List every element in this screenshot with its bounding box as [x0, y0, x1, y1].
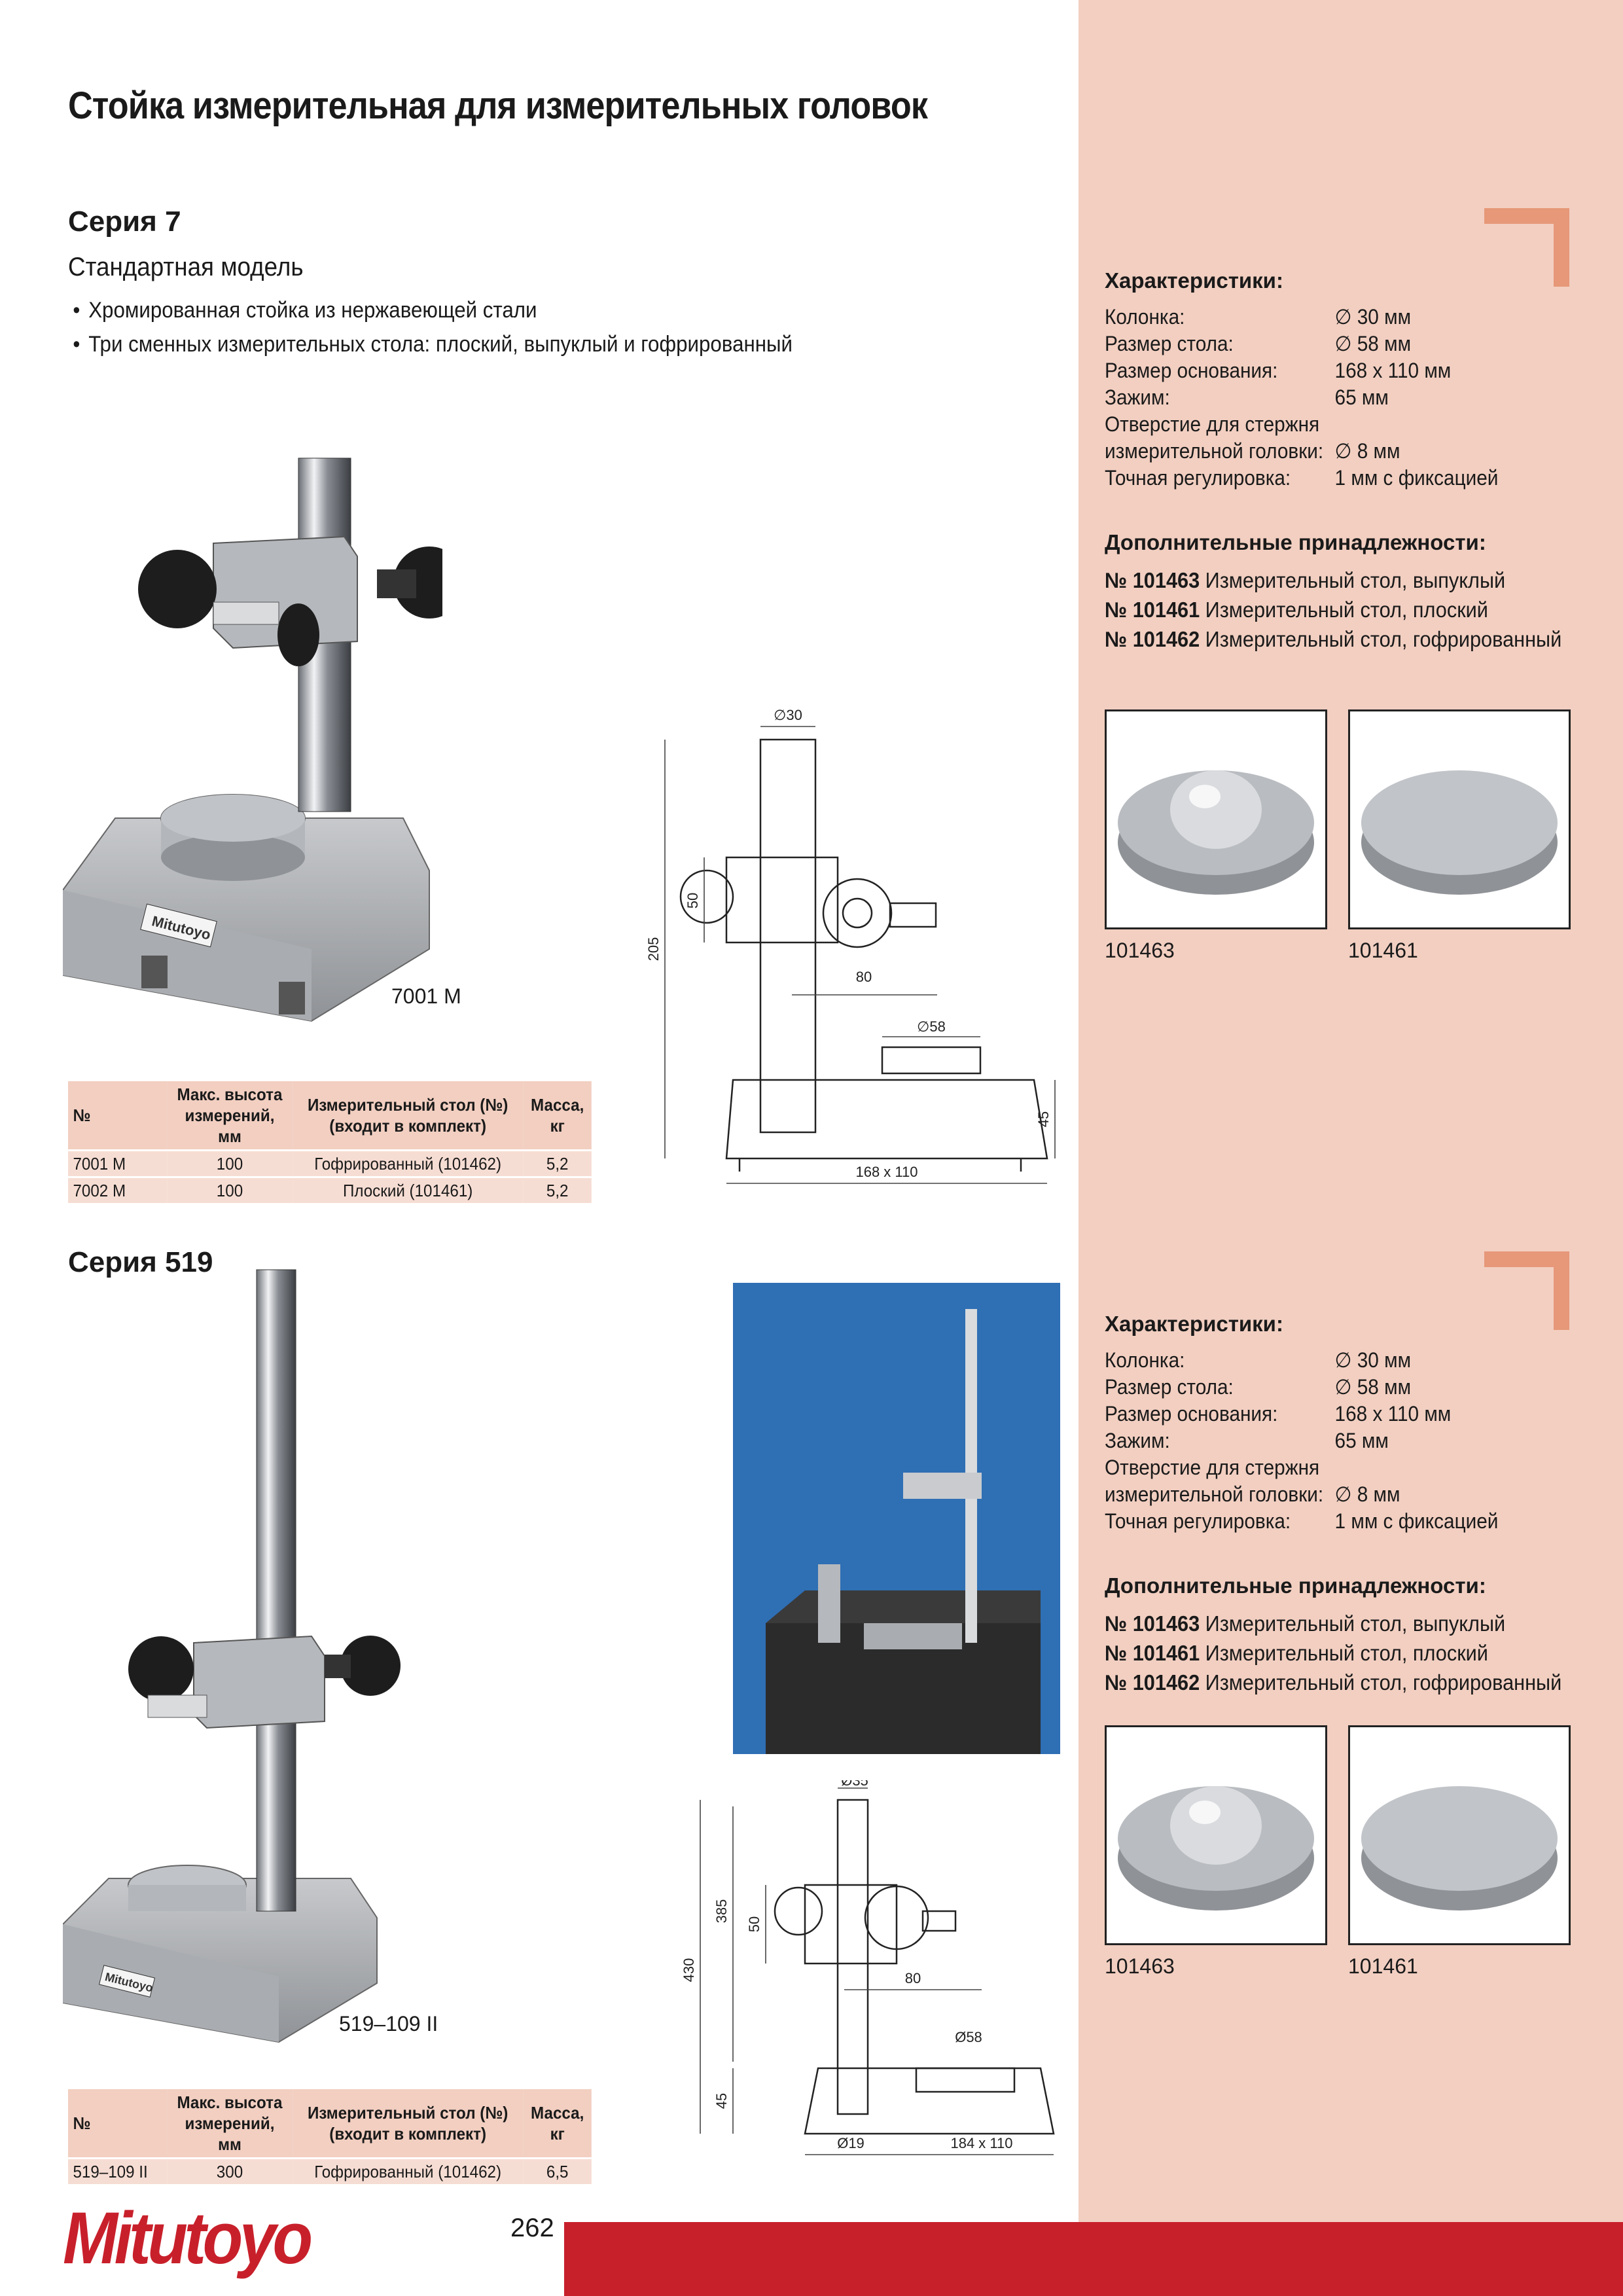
- table-row: 519–109 II 300 Гофрированный (101462) 6,…: [68, 2157, 592, 2184]
- accessory-image-flat: [1348, 1725, 1571, 1945]
- cell-table: Гофрированный (101462): [292, 1149, 524, 1177]
- column-header-table: Измерительный стол (№)(входит в комплект…: [292, 1081, 524, 1151]
- dim-base: 184 x 110: [950, 2135, 1012, 2151]
- dim-base-height: 45: [1035, 1111, 1052, 1127]
- column-header-mass: Масса,кг: [523, 1081, 592, 1151]
- brand-logo: Mitutoyo: [63, 2197, 313, 2279]
- series519-stand-image: Mitutoyo: [63, 1269, 401, 2043]
- series7-technical-drawing: ∅30 205 50 80 ∅58 45 168 x 110: [645, 707, 1056, 1184]
- cell-no: 7002 M: [68, 1176, 168, 1203]
- spec-row: Размер основания:168 x 110 мм: [1105, 1402, 1452, 1426]
- spec-row: Зажим:65 мм: [1105, 386, 1389, 409]
- column-header-mass: Масса,кг: [523, 2089, 592, 2159]
- accessory-caption: 101463: [1105, 939, 1175, 962]
- dim-max: 385: [713, 1899, 730, 1924]
- accessories-list-top: № 101463 Измерительный стол, выпуклый № …: [1105, 565, 1561, 654]
- column-header-table: Измерительный стол (№)(входит в комплект…: [292, 2089, 524, 2159]
- specs-heading-bottom: Характеристики:: [1105, 1312, 1283, 1336]
- accessory-caption: 101463: [1105, 1954, 1175, 1978]
- dim-base: 168 x 110: [855, 1164, 918, 1180]
- specs-list-top: Колонка:∅ 30 мм Размер стола:∅ 58 мм Раз…: [1105, 304, 1528, 492]
- accessory-caption: 101461: [1348, 939, 1418, 962]
- cell-table: Плоский (101461): [292, 1176, 524, 1203]
- spec-row: Размер стола:∅ 58 мм: [1105, 332, 1412, 355]
- accessory-image-convex: [1105, 709, 1327, 929]
- corner-bracket-top: [1484, 208, 1569, 287]
- series519-technical-drawing: Ø35 430 385 50 80 Ø58 45 Ø19 184 x 110: [681, 1780, 1055, 2155]
- dim-clamp: 50: [685, 893, 701, 908]
- spec-row: Зажим:65 мм: [1105, 1429, 1389, 1452]
- corner-bracket-bottom: [1484, 1251, 1569, 1330]
- spec-row: Точная регулировка:1 мм с фиксацией: [1105, 1509, 1499, 1533]
- dim-hole: Ø19: [837, 2135, 865, 2151]
- table-row: 7001 M 100 Гофрированный (101462) 5,2: [68, 1149, 592, 1177]
- accessory-item: № 101463 Измерительный стол, выпуклый: [1105, 1611, 1506, 1636]
- cell-height: 100: [167, 1176, 293, 1203]
- dim-table-dia: ∅58: [917, 1018, 946, 1035]
- accessory-item: № 101462 Измерительный стол, гофрированн…: [1105, 627, 1562, 651]
- bullet-item: Хромированная стойка из нержавеющей стал…: [68, 293, 793, 327]
- spec-row: измерительной головки:∅ 8 мм: [1105, 1482, 1400, 1506]
- cell-table: Гофрированный (101462): [292, 2157, 524, 2184]
- table-row: 7002 M 100 Плоский (101461) 5,2: [68, 1176, 592, 1203]
- accessory-item: № 101461 Измерительный стол, плоский: [1105, 1641, 1488, 1665]
- series519-title: Серия 519: [68, 1246, 213, 1278]
- series519-model-label: 519–109 II: [339, 2012, 438, 2036]
- spec-row: измерительной головки:∅ 8 мм: [1105, 439, 1400, 463]
- page-number: 262: [510, 2214, 554, 2242]
- accessory-image-convex: [1105, 1725, 1327, 1945]
- column-header-no: №: [68, 2089, 168, 2159]
- cell-mass: 5,2: [523, 1176, 592, 1203]
- spec-row: Отверстие для стержня: [1105, 1456, 1320, 1479]
- cell-height: 300: [167, 2157, 293, 2184]
- cell-no: 7001 M: [68, 1149, 168, 1177]
- spec-row: Отверстие для стержня: [1105, 412, 1320, 436]
- cell-mass: 6,5: [523, 2157, 592, 2184]
- accessories-heading-top: Дополнительные принадлежности:: [1105, 530, 1486, 554]
- dim-height: 430: [681, 1958, 697, 1982]
- cell-height: 100: [167, 1149, 293, 1177]
- column-header-no: №: [68, 1081, 168, 1151]
- spec-row: Точная регулировка:1 мм с фиксацией: [1105, 466, 1499, 490]
- specs-list-bottom: Колонка:∅ 30 мм Размер стола:∅ 58 мм Раз…: [1105, 1347, 1528, 1535]
- dim-base-height: 45: [713, 2093, 730, 2109]
- accessory-item: № 101462 Измерительный стол, гофрированн…: [1105, 1670, 1562, 1695]
- cell-mass: 5,2: [523, 1149, 592, 1177]
- accessory-image-flat: [1348, 709, 1571, 929]
- footer-bar: [564, 2222, 1623, 2296]
- accessory-caption: 101461: [1348, 1954, 1418, 1978]
- spec-row: Колонка:∅ 30 мм: [1105, 1348, 1412, 1372]
- dim-clamp: 50: [746, 1916, 762, 1932]
- page-title: Стойка измерительная для измерительных г…: [68, 84, 928, 127]
- series7-stand-image: Mitutoyo: [63, 457, 442, 1022]
- accessories-list-bottom: № 101463 Измерительный стол, выпуклый № …: [1105, 1609, 1561, 1697]
- dim-table-dia: Ø58: [955, 2029, 982, 2045]
- cell-no: 519–109 II: [68, 2157, 168, 2184]
- spec-row: Размер стола:∅ 58 мм: [1105, 1375, 1412, 1399]
- series519-application-photo: [733, 1283, 1060, 1754]
- specs-heading-top: Характеристики:: [1105, 268, 1283, 293]
- series7-model-label: 7001 M: [391, 984, 461, 1008]
- accessory-item: № 101461 Измерительный стол, плоский: [1105, 598, 1488, 622]
- accessory-item: № 101463 Измерительный стол, выпуклый: [1105, 568, 1506, 592]
- dim-column-dia: ∅30: [774, 707, 802, 723]
- dim-reach: 80: [905, 1970, 921, 1986]
- dim-reach: 80: [856, 969, 872, 985]
- series7-subtitle: Стандартная модель: [68, 253, 304, 281]
- series7-title: Серия 7: [68, 206, 181, 238]
- spec-row: Колонка:∅ 30 мм: [1105, 305, 1412, 329]
- spec-row: Размер основания:168 x 110 мм: [1105, 359, 1452, 382]
- dim-height: 205: [645, 937, 662, 961]
- accessories-heading-bottom: Дополнительные принадлежности:: [1105, 1573, 1486, 1598]
- series7-bullets: Хромированная стойка из нержавеющей стал…: [68, 293, 793, 361]
- bullet-item: Три сменных измерительных стола: плоский…: [68, 327, 793, 361]
- dim-column-dia: Ø35: [841, 1780, 868, 1789]
